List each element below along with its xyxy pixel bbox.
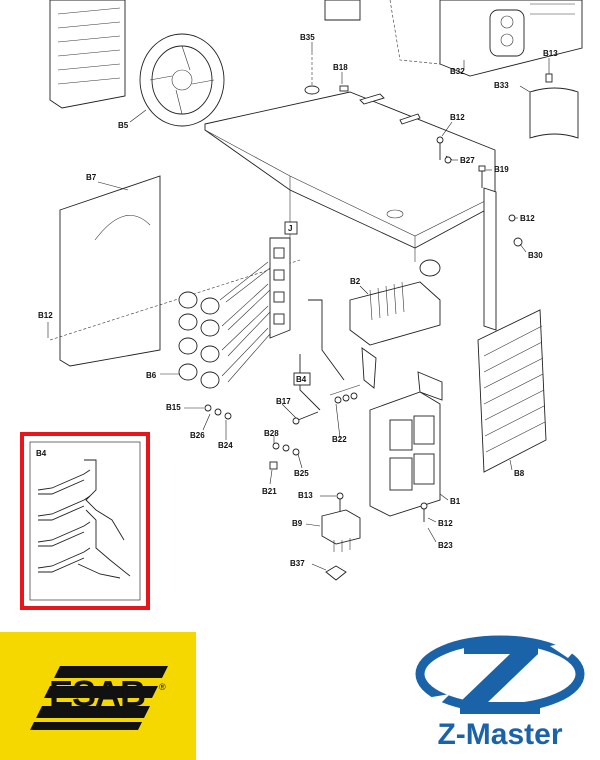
part-b1-contactor <box>369 371 443 517</box>
label-b21: B21 <box>262 487 277 496</box>
label-b27: B27 <box>460 156 475 165</box>
label-b18: B18 <box>333 63 348 72</box>
label-b8: B8 <box>514 469 525 478</box>
esab-logo: ESAB ® <box>0 632 196 760</box>
part-b2-inductor <box>349 259 441 389</box>
b4-inset-highlight: B4 <box>20 432 150 610</box>
label-b24: B24 <box>218 441 233 450</box>
part-b6-ferrites <box>178 261 271 389</box>
screw-group-lower <box>204 392 428 522</box>
part-b7-cover <box>49 175 301 367</box>
part-chassis-plate <box>204 52 496 262</box>
esab-wordmark: ESAB <box>48 673 146 714</box>
registered-mark: ® <box>159 682 166 692</box>
part-b4-busbars <box>299 299 361 411</box>
label-b28: B28 <box>264 429 279 438</box>
part-b33-cover <box>529 58 579 139</box>
label-b26: B26 <box>190 431 205 440</box>
label-b2: B2 <box>350 277 361 286</box>
label-b12-top: B12 <box>450 113 465 122</box>
label-b33: B33 <box>494 81 509 90</box>
label-b7: B7 <box>86 173 97 182</box>
part-b37-clip <box>325 565 347 581</box>
label-b23: B23 <box>438 541 453 550</box>
label-b4-inset: B4 <box>36 449 47 458</box>
exploded-parts-diagram: B35 B18 B32 B13 B33 B5 B12 B27 B19 B7 B1… <box>20 0 583 610</box>
label-b12-right: B12 <box>520 214 535 223</box>
label-b12-left: B12 <box>38 311 53 320</box>
label-b6: B6 <box>146 371 157 380</box>
label-b17: B17 <box>276 397 291 406</box>
zmaster-wordmark: Z-Master <box>437 718 563 751</box>
part-b9-transformer <box>321 509 361 552</box>
label-b13-top: B13 <box>543 49 558 58</box>
leader-lines <box>47 42 531 571</box>
label-j: J <box>288 224 292 233</box>
screw-group-right <box>359 93 523 247</box>
part-side-rail <box>483 187 497 331</box>
part-b32-board <box>389 0 583 77</box>
label-b5: B5 <box>118 121 129 130</box>
label-b4: B4 <box>296 375 307 384</box>
label-b35: B35 <box>300 33 315 42</box>
label-b9: B9 <box>292 519 303 528</box>
label-b15: B15 <box>166 403 181 412</box>
label-b25: B25 <box>294 469 309 478</box>
label-b13-mid: B13 <box>298 491 313 500</box>
zmaster-logo: Z-Master <box>400 628 600 760</box>
zmaster-z-swoosh-icon <box>414 635 586 714</box>
label-b12-bottom: B12 <box>438 519 453 528</box>
label-b37: B37 <box>290 559 305 568</box>
label-b30: B30 <box>528 251 543 260</box>
part-j-bracket <box>269 237 291 339</box>
part-b8-heatsink <box>477 309 547 473</box>
esab-stripes-icon <box>30 666 168 730</box>
label-b32: B32 <box>450 67 465 76</box>
label-b22: B22 <box>332 435 347 444</box>
part-b5-fan <box>49 0 225 127</box>
part-top-bracket <box>324 0 361 21</box>
label-b19: B19 <box>494 165 509 174</box>
b4-label-box <box>293 372 311 386</box>
label-b1: B1 <box>450 497 461 506</box>
j-label-box <box>284 221 298 235</box>
